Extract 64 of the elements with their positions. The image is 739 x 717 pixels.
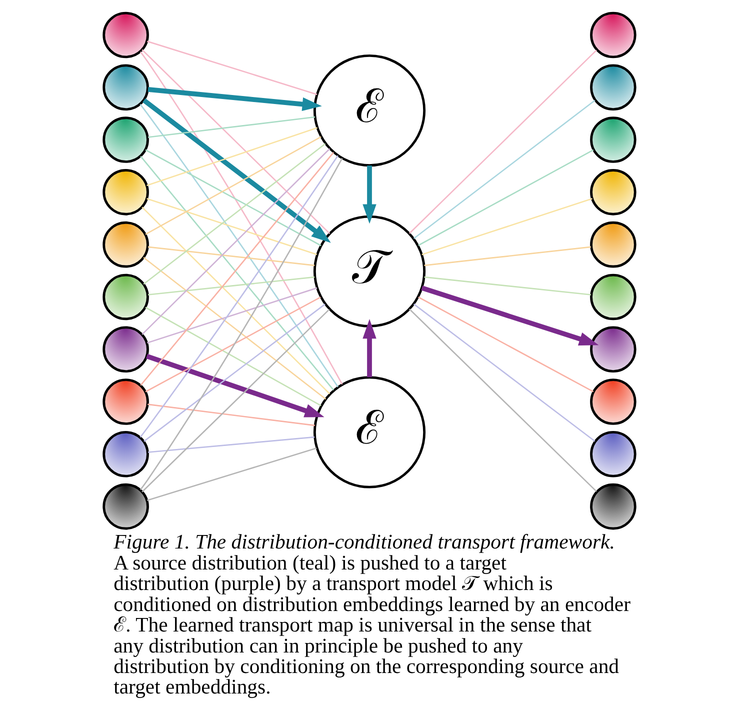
- arrow: [362, 319, 376, 378]
- connector: [409, 308, 597, 492]
- connector: [413, 100, 596, 240]
- node-circle: [102, 12, 149, 58]
- connector: [424, 276, 591, 296]
- node-circle: [590, 12, 636, 58]
- connector: [145, 136, 322, 235]
- connector: [148, 404, 315, 426]
- node-circle: [102, 378, 149, 425]
- connector: [140, 155, 338, 438]
- connector: [146, 287, 318, 344]
- node-circle: ℰ: [313, 54, 426, 167]
- connector: [145, 306, 322, 406]
- connector: [140, 104, 339, 388]
- node-circle: 𝒯: [313, 215, 426, 328]
- connector: [146, 448, 317, 501]
- node-circle: [102, 64, 149, 111]
- arrow: [362, 166, 376, 224]
- node-circle: [102, 431, 149, 478]
- connector: [418, 149, 594, 246]
- arrow: [148, 86, 322, 112]
- connector: [422, 198, 592, 256]
- node-circle: [590, 221, 636, 268]
- node-circle: [590, 64, 636, 111]
- connector: [140, 51, 343, 385]
- node-circle: [590, 431, 636, 478]
- arrow: [142, 98, 331, 243]
- node-circle: [102, 274, 149, 320]
- node-circle: [590, 169, 636, 216]
- connector: [148, 276, 315, 296]
- connector: [144, 304, 326, 442]
- connector: [146, 40, 318, 96]
- connector: [146, 198, 318, 256]
- connector: [424, 246, 591, 266]
- connector: [142, 148, 330, 335]
- node-circle: [590, 116, 636, 163]
- connector: [142, 49, 330, 234]
- connector: [142, 206, 330, 394]
- node-circle: [102, 116, 149, 163]
- connector: [143, 143, 326, 285]
- connector: [142, 308, 330, 492]
- arrow: [146, 354, 324, 418]
- connector: [148, 116, 316, 138]
- connector: [140, 158, 343, 490]
- connector: [143, 256, 326, 400]
- connector: [145, 296, 321, 392]
- node-circle: [102, 221, 149, 268]
- connector: [409, 50, 597, 234]
- node-circle: [102, 326, 149, 373]
- node-circle: [590, 274, 636, 320]
- node-circle: [590, 378, 636, 425]
- connector: [148, 436, 315, 453]
- node-circle: ℰ: [313, 376, 426, 488]
- node-circle: [102, 169, 149, 216]
- node-circle: [590, 326, 636, 373]
- connector: [146, 127, 318, 186]
- connector: [413, 304, 596, 442]
- node-circle: [590, 483, 636, 530]
- caption: Figure 1. The distribution-conditioned transport framework. A source distribution (teal) is pushed to a target distribution (purple) by a transport model 𝒯 which is conditioned on distribution embeddings learned by an encoder ℰ. The learned transport map is universal in the sense that any distribution can in principle be pushed to any distribution by conditioning on the corresponding source and target embeddings.: [114, 532, 630, 699]
- arrow: [421, 286, 599, 346]
- connector: [418, 296, 594, 392]
- connector: [145, 149, 322, 246]
- node-circle: [102, 483, 149, 530]
- connector: [148, 246, 315, 266]
